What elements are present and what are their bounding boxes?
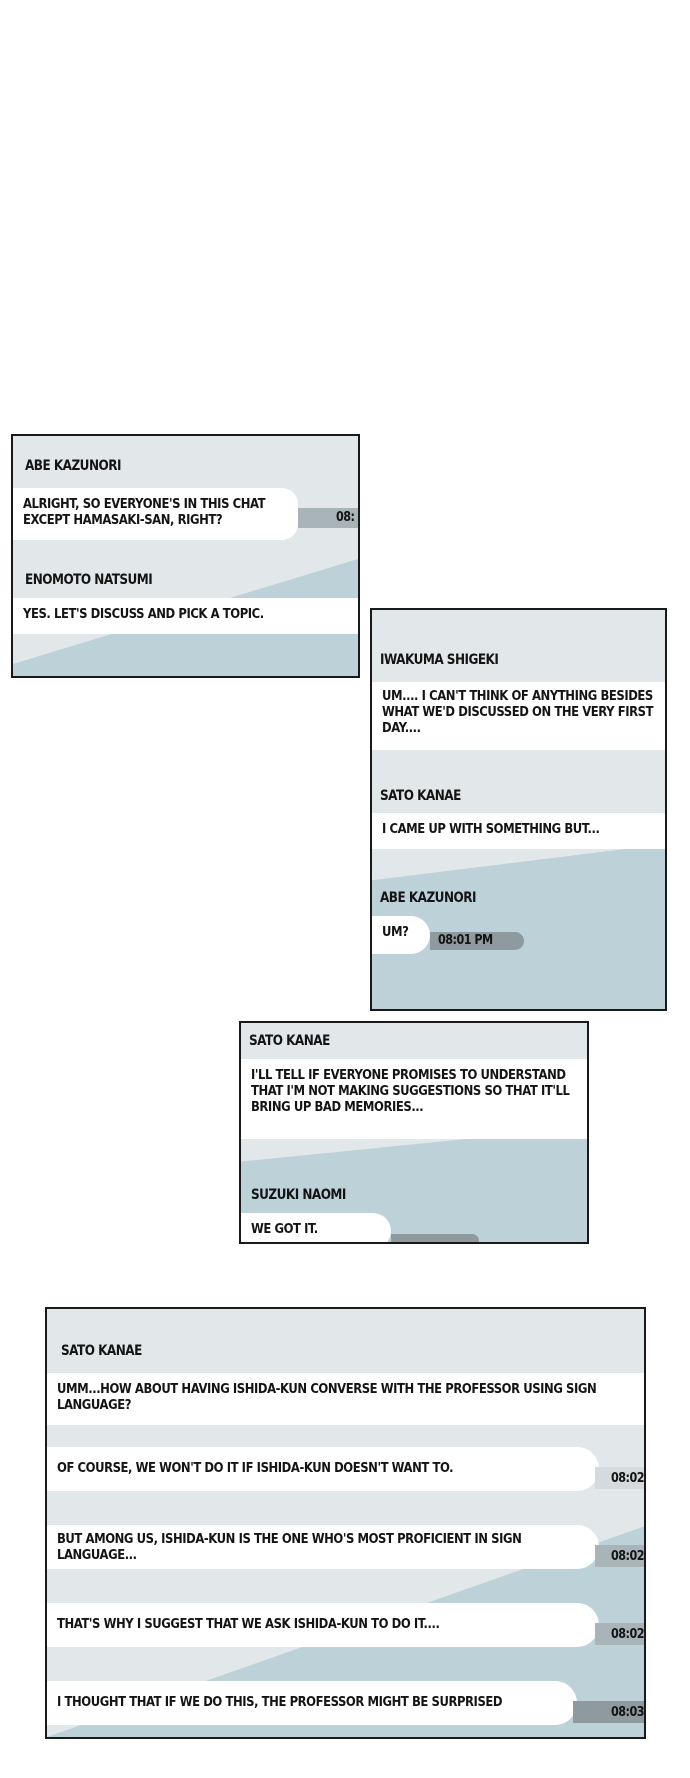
message-text: I CAME UP WITH SOMETHING BUT... <box>382 821 600 837</box>
message-bubble[interactable]: I THOUGHT THAT IF WE DO THIS, THE PROFES… <box>47 1681 577 1725</box>
message-text: YES. LET'S DISCUSS AND PICK A TOPIC. <box>23 606 264 622</box>
timestamp-bar <box>573 1701 644 1723</box>
message-text: UM? <box>382 924 409 940</box>
message-bubble[interactable]: UMM...HOW ABOUT HAVING ISHIDA-KUN CONVER… <box>47 1373 644 1425</box>
message-text: THAT'S WHY I SUGGEST THAT WE ASK ISHIDA-… <box>57 1616 440 1632</box>
message-text: I'LL TELL IF EVERYONE PROMISES TO UNDERS… <box>251 1067 570 1115</box>
message-bubble[interactable]: I'LL TELL IF EVERYONE PROMISES TO UNDERS… <box>241 1059 587 1139</box>
message-text: UM.... I CAN'T THINK OF ANYTHING BESIDES… <box>382 688 654 736</box>
timestamp-bar <box>595 1623 644 1645</box>
chat-panel-3: SATO KANAE I'LL TELL IF EVERYONE PROMISE… <box>239 1021 589 1244</box>
sender-name: SATO KANAE <box>380 788 461 804</box>
message-timestamp: 08:03 <box>611 1705 645 1720</box>
chat-panel-1: ABE KAZUNORI ALRIGHT, SO EVERYONE'S IN T… <box>11 434 360 678</box>
message-text: OF COURSE, WE WON'T DO IT IF ISHIDA-KUN … <box>57 1460 454 1476</box>
timestamp-bar <box>595 1545 644 1567</box>
timestamp-bar <box>430 932 524 950</box>
message-bubble[interactable]: UM.... I CAN'T THINK OF ANYTHING BESIDES… <box>372 682 665 750</box>
chat-panel-2: IWAKUMA SHIGEKI UM.... I CAN'T THINK OF … <box>370 608 667 1011</box>
message-timestamp: 08:02 <box>611 1471 645 1486</box>
sender-name: ENOMOTO NATSUMI <box>25 572 153 588</box>
message-bubble[interactable]: UM? <box>372 916 430 954</box>
message-bubble[interactable]: BUT AMONG US, ISHIDA-KUN IS THE ONE WHO'… <box>47 1525 599 1569</box>
sender-name: ABE KAZUNORI <box>380 890 476 906</box>
timestamp-bar <box>391 1234 479 1242</box>
message-timestamp: 08:02 <box>611 1549 645 1564</box>
sender-name: SUZUKI NAOMI <box>251 1187 346 1203</box>
message-timestamp: 08:01 PM <box>438 933 493 948</box>
message-text: ALRIGHT, SO EVERYONE'S IN THIS CHAT EXCE… <box>23 496 266 528</box>
chat-panel-4: SATO KANAE UMM...HOW ABOUT HAVING ISHIDA… <box>45 1307 646 1739</box>
sender-name: SATO KANAE <box>249 1033 330 1049</box>
timestamp-bar <box>595 1467 644 1489</box>
sender-name: IWAKUMA SHIGEKI <box>380 652 499 668</box>
message-bubble[interactable]: WE GOT IT. <box>241 1213 391 1242</box>
message-text: I THOUGHT THAT IF WE DO THIS, THE PROFES… <box>57 1694 503 1710</box>
message-text: UMM...HOW ABOUT HAVING ISHIDA-KUN CONVER… <box>57 1381 597 1413</box>
message-text: BUT AMONG US, ISHIDA-KUN IS THE ONE WHO'… <box>57 1531 522 1563</box>
timestamp-bar <box>298 508 358 528</box>
message-bubble[interactable]: OF COURSE, WE WON'T DO IT IF ISHIDA-KUN … <box>47 1447 599 1491</box>
message-bubble[interactable]: YES. LET'S DISCUSS AND PICK A TOPIC. <box>13 598 358 634</box>
message-timestamp: 08: <box>336 510 355 525</box>
message-text: WE GOT IT. <box>251 1221 318 1237</box>
sender-name: SATO KANAE <box>61 1343 142 1359</box>
message-timestamp: 08:02 <box>611 1627 645 1642</box>
sender-name: ABE KAZUNORI <box>25 458 121 474</box>
message-bubble[interactable]: THAT'S WHY I SUGGEST THAT WE ASK ISHIDA-… <box>47 1603 599 1647</box>
message-bubble[interactable]: I CAME UP WITH SOMETHING BUT... <box>372 813 665 849</box>
message-bubble[interactable]: ALRIGHT, SO EVERYONE'S IN THIS CHAT EXCE… <box>13 488 298 540</box>
